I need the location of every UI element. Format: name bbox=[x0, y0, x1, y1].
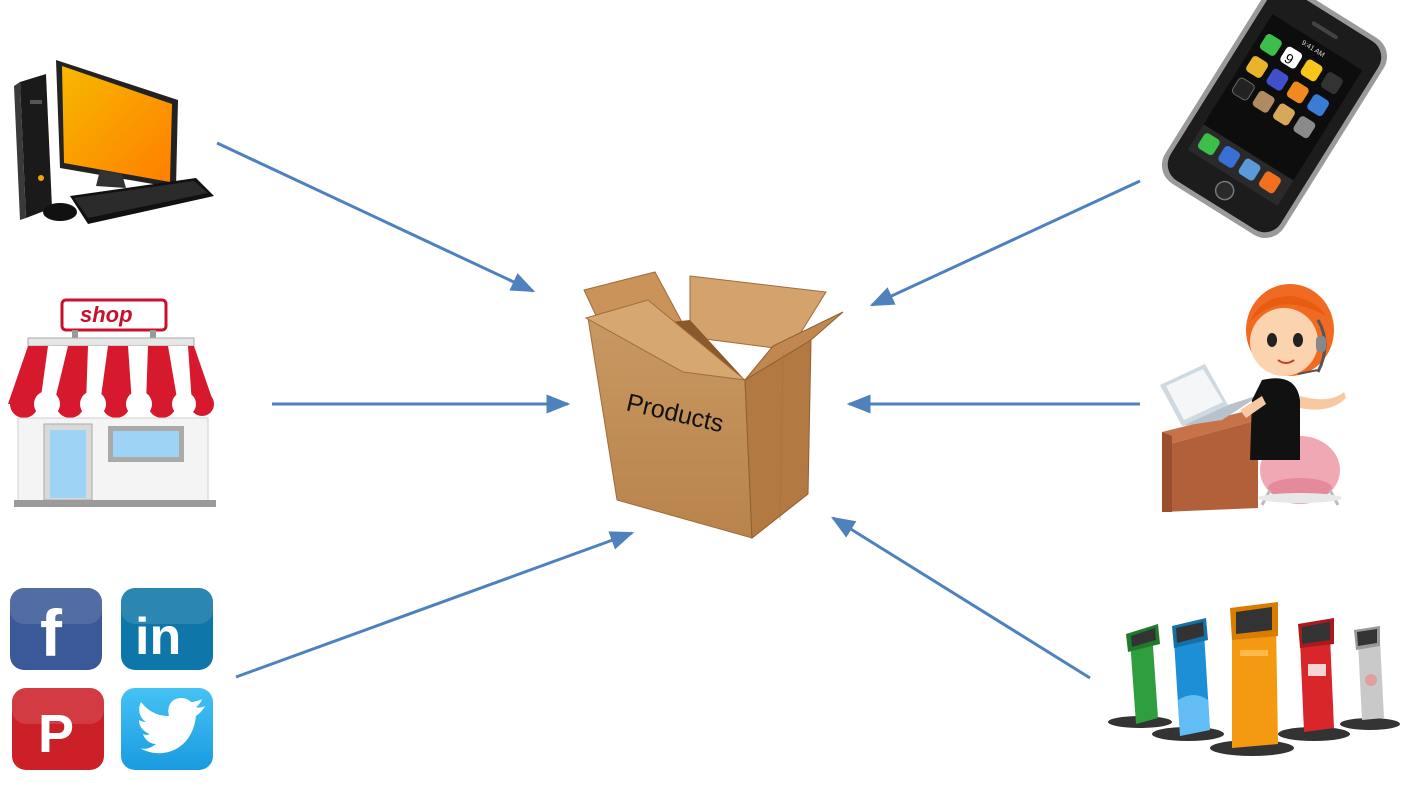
kiosk-red bbox=[1278, 618, 1350, 741]
linkedin-icon: in bbox=[121, 588, 213, 670]
shop-sign-text: shop bbox=[80, 302, 133, 327]
arrow-social-to-products bbox=[235, 531, 635, 679]
arrows bbox=[216, 141, 1141, 680]
facebook-icon: f bbox=[10, 588, 102, 670]
shop-sign bbox=[60, 298, 168, 332]
arrow-phone-to-products bbox=[869, 179, 1141, 307]
social-media-icons: f in P bbox=[10, 588, 213, 770]
kiosks-icon bbox=[1108, 602, 1400, 756]
desktop-computer-icon bbox=[14, 60, 214, 224]
kiosk-orange bbox=[1210, 602, 1294, 756]
svg-text:P: P bbox=[38, 704, 74, 764]
arrow-kiosks-to-products bbox=[830, 516, 1091, 680]
twitter-icon bbox=[121, 688, 213, 770]
kiosk-green bbox=[1108, 624, 1172, 728]
svg-text:f: f bbox=[40, 596, 63, 670]
arrow-computer-to-products bbox=[216, 141, 536, 293]
call-center-agent-icon bbox=[1160, 284, 1346, 512]
smartphone-icon: 9:41 AM 9 bbox=[1161, 0, 1387, 239]
products-box: Products bbox=[583, 271, 844, 539]
svg-text:in: in bbox=[135, 608, 181, 666]
kiosk-silver bbox=[1340, 626, 1400, 730]
kiosk-blue bbox=[1152, 618, 1224, 741]
shop-icon: shop bbox=[8, 298, 216, 507]
pinterest-icon: P bbox=[12, 688, 104, 770]
